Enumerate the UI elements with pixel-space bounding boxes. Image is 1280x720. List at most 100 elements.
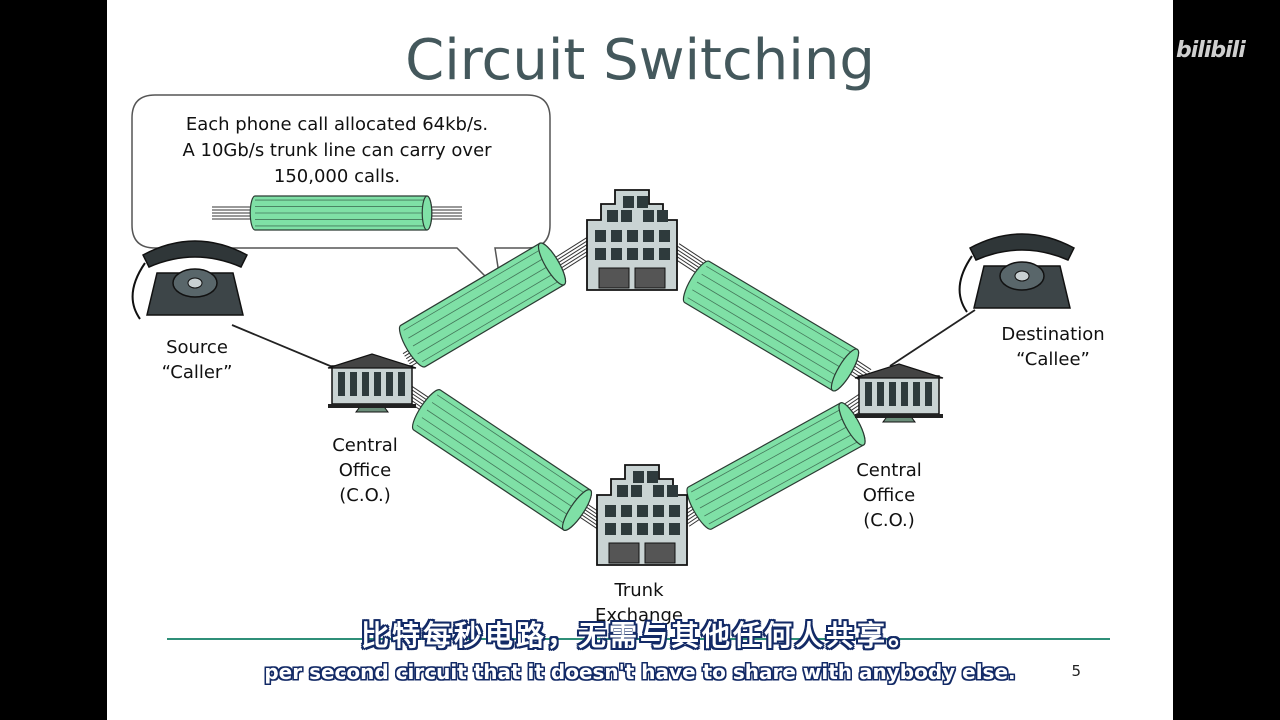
trunk-tube-lower-left [411, 389, 593, 531]
destination-phone-line [889, 309, 976, 367]
tube-wire [426, 409, 578, 511]
exchange-window [623, 196, 634, 208]
destination-phone-icon [958, 233, 1075, 313]
phone-cord [131, 262, 146, 320]
office-window [362, 372, 369, 396]
tube-wire [416, 424, 568, 526]
office-window [386, 372, 393, 396]
tube-wire [422, 279, 562, 363]
tube-wire [704, 431, 857, 517]
trunk-exchange-bottom-icon [596, 464, 688, 566]
trunk-tube-lower-right [686, 402, 866, 530]
phone-dial-center [1014, 270, 1030, 282]
office-window [913, 382, 920, 406]
exchange-window [667, 485, 678, 497]
exchange-window [669, 505, 680, 517]
office-roof [327, 353, 417, 369]
central-office-label-line: (C.O.) [863, 510, 915, 531]
central-office-label-line: Office [338, 460, 392, 481]
tube-wire [708, 439, 862, 525]
exchange-window [637, 196, 648, 208]
exchange-window [621, 505, 632, 517]
exchange-window [621, 523, 632, 535]
office-window [889, 382, 896, 406]
destination-label-line: “Callee” [1016, 349, 1090, 370]
source-label-line: “Caller” [161, 362, 233, 383]
tube-wire [690, 407, 844, 493]
tube-wire [408, 255, 548, 339]
office-window [374, 372, 381, 396]
subtitle-divider [167, 638, 1110, 640]
tube-end [838, 402, 866, 446]
callout-line: Each phone call allocated 64kb/s. [185, 114, 489, 135]
exchange-window [637, 505, 648, 517]
office-base [328, 404, 416, 408]
trunk-exchange-label: Trunk Exchange [593, 578, 685, 628]
source-phone-icon [131, 240, 248, 320]
office-roof [854, 363, 944, 379]
tube-wire [706, 265, 855, 355]
exchange-window [605, 505, 616, 517]
phone-handset [969, 233, 1075, 261]
tube-wire [695, 415, 848, 501]
slide: Circuit Switching Each phone call alloca… [107, 0, 1173, 720]
tube-wire [696, 281, 846, 371]
office-window [865, 382, 872, 406]
callout-text: Each phone call allocated 64kb/s. A 10Gb… [147, 112, 527, 190]
trunk-exchange-top-icon [586, 189, 678, 291]
callout-tube [249, 195, 433, 231]
trunk-exchange-label-line: Trunk [614, 580, 664, 601]
tube-wire [687, 297, 836, 387]
central-office-left-icon [327, 353, 417, 413]
exchange-window [627, 248, 638, 260]
office-window [398, 372, 405, 396]
phone-dial-center [187, 277, 203, 289]
exchange-window [647, 471, 658, 483]
exchange-window [627, 230, 638, 242]
office-base [855, 414, 943, 418]
office-window [901, 382, 908, 406]
exchange-window [659, 248, 670, 260]
phone-handset [142, 240, 248, 268]
exchange-door [634, 267, 666, 289]
exchange-window [653, 523, 664, 535]
callout-line: A 10Gb/s trunk line can carry over [182, 140, 492, 161]
exchange-window [621, 210, 632, 222]
exchange-window [669, 523, 680, 535]
tube-wire [692, 289, 841, 379]
exchange-window [617, 485, 628, 497]
exchange-window [659, 230, 670, 242]
exchange-window [605, 523, 616, 535]
exchange-door [598, 267, 630, 289]
central-office-left-label: Central Office (C.O.) [322, 433, 408, 508]
central-office-label-line: Central [332, 435, 398, 456]
tube-wire [699, 423, 853, 509]
tube-end [830, 348, 860, 392]
exchange-window [643, 210, 654, 222]
tube-wire [701, 273, 850, 363]
exchange-door [608, 542, 640, 564]
circuit-diagram [131, 94, 1075, 566]
tube-end [561, 489, 593, 531]
trunk-tube-upper-right [682, 260, 860, 392]
office-window [925, 382, 932, 406]
exchange-window [637, 523, 648, 535]
exchange-window [611, 230, 622, 242]
source-label: Source “Caller” [157, 335, 237, 385]
office-window [350, 372, 357, 396]
central-office-label-line: Central [856, 460, 922, 481]
exchange-window [631, 485, 642, 497]
exchange-window [643, 248, 654, 260]
slide-title: Circuit Switching [405, 28, 875, 93]
trunk-exchange-label-line: Exchange [595, 605, 683, 626]
page-number: 5 [1071, 662, 1081, 680]
bilibili-watermark: bilibili [1176, 38, 1246, 63]
exchange-window [653, 485, 664, 497]
tube-wire [403, 247, 543, 331]
callout-line: 150,000 calls. [273, 166, 401, 187]
tube-wire [431, 402, 583, 503]
tube-wire [436, 394, 588, 496]
destination-label: Destination “Callee” [992, 322, 1114, 372]
tube-end [537, 242, 567, 286]
subtitle-english: per second circuit that it doesn't have … [264, 660, 1016, 684]
